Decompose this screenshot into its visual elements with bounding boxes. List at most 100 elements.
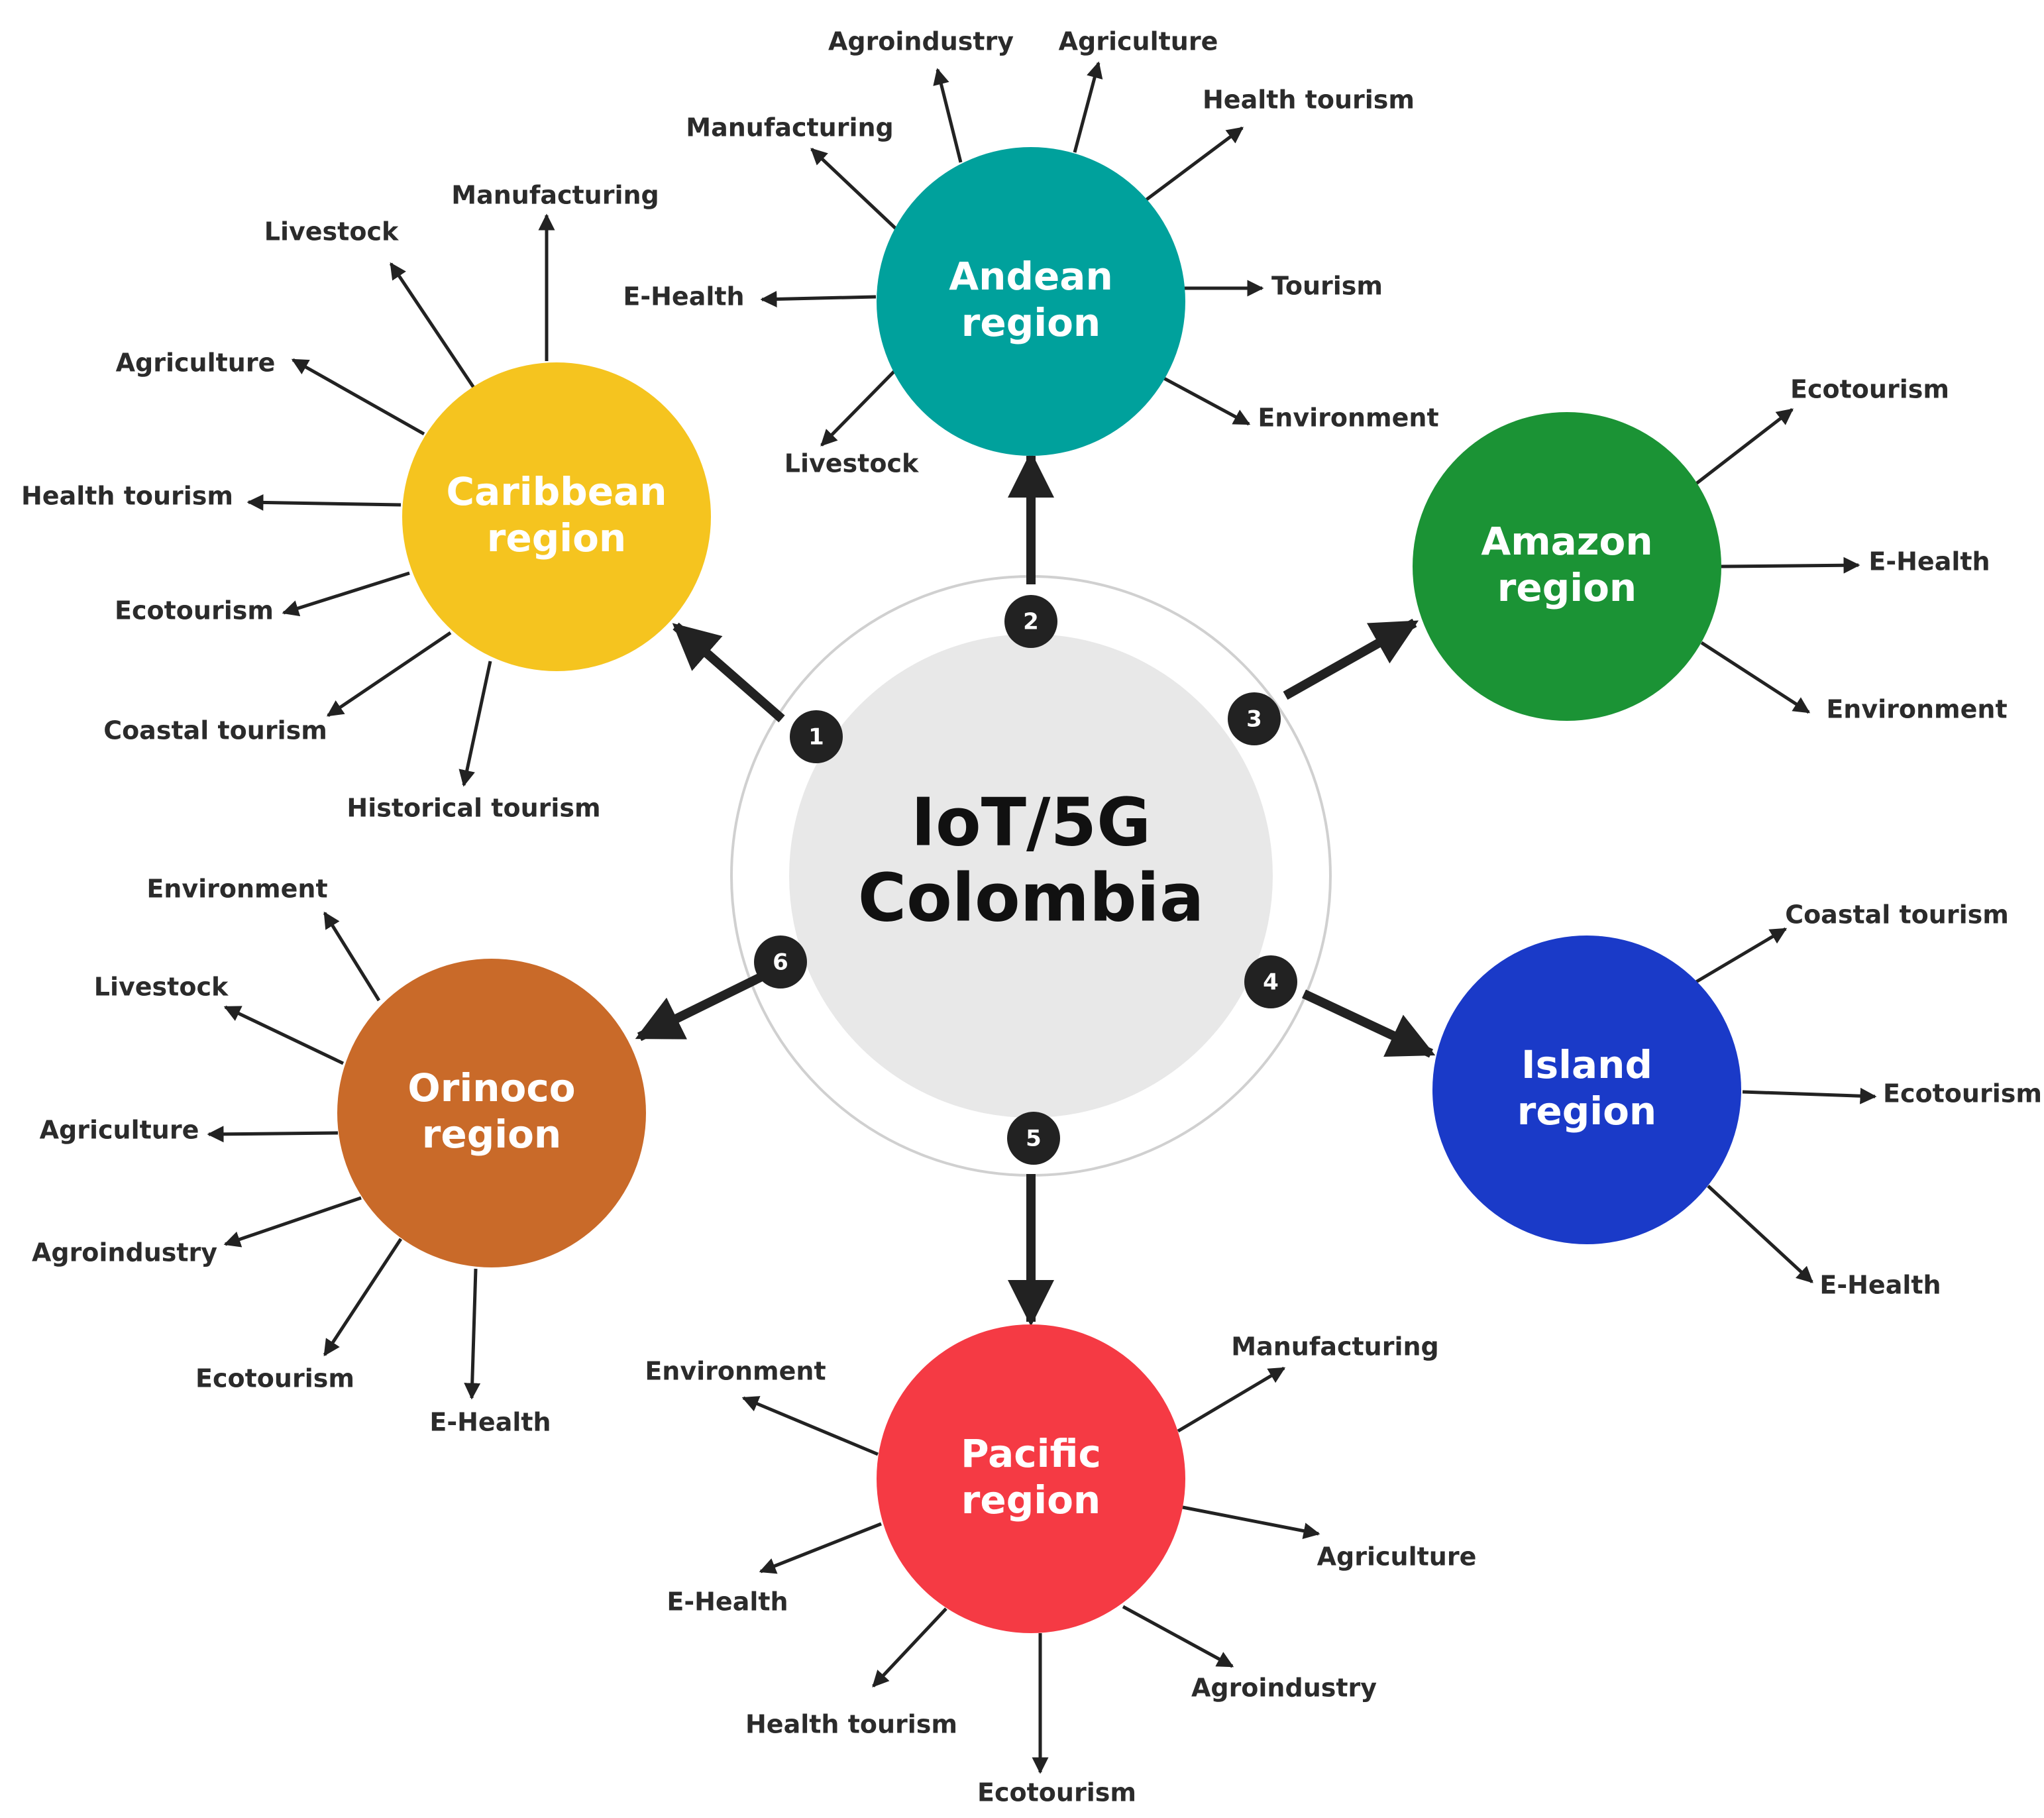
badge-circle [1007, 1112, 1060, 1165]
andean-sector-arrow [1161, 376, 1251, 426]
pacific-region-name: Pacific [961, 1431, 1101, 1476]
pacific-sector-arrow [872, 1607, 947, 1687]
caribbean-sector-label: Historical tourism [347, 794, 600, 823]
pacific-sector-label: Agroindustry [1191, 1674, 1377, 1703]
andean-region-circle [877, 147, 1185, 456]
pacific-sector-arrow [1177, 1366, 1286, 1433]
andean-sector-arrow [1144, 126, 1244, 203]
pacific-sector-label: Agriculture [1317, 1542, 1477, 1572]
andean-sector-arrow [760, 290, 877, 307]
amazon-connector-arrow [1283, 618, 1419, 700]
orinoco-sector-arrow [323, 1238, 403, 1357]
badge-number: 6 [773, 949, 788, 976]
caribbean-region-name: Caribbean [447, 469, 667, 514]
amazon-region-suffix: region [1497, 565, 1637, 610]
orinoco-region-suffix: region [422, 1112, 561, 1157]
andean-sector-arrow [933, 68, 963, 163]
orinoco-sector-label: Ecotourism [195, 1364, 354, 1393]
orinoco-sector-arrow [464, 1268, 481, 1400]
badge-5: 5 [1007, 1112, 1060, 1165]
island-sector-label: Coastal tourism [1785, 900, 2009, 930]
caribbean-sector-arrow [389, 262, 476, 389]
caribbean-sector-label: Health tourism [21, 482, 233, 511]
island-region-circle [1432, 936, 1741, 1244]
andean-sector-label: Health tourism [1203, 85, 1415, 115]
amazon-region-circle [1413, 412, 1721, 721]
caribbean-sector-label: Livestock [264, 217, 399, 246]
orinoco-sector-arrow [223, 1196, 362, 1248]
island-sector-label: Ecotourism [1883, 1079, 2042, 1108]
badge-6: 6 [754, 936, 807, 989]
amazon-sector-label: Ecotourism [1790, 375, 1949, 404]
caribbean-sector-arrow [246, 494, 402, 511]
badge-circle [790, 710, 843, 763]
andean-region-suffix: region [961, 300, 1101, 345]
regions: CaribbeanregionAndeanregionAmazonregionI… [337, 147, 1741, 1633]
island-region-suffix: region [1517, 1089, 1656, 1134]
orinoco-region-name: Orinoco [407, 1065, 575, 1110]
andean-sector-arrow [1073, 61, 1103, 153]
badge-number: 2 [1023, 609, 1039, 635]
badge-number: 4 [1263, 969, 1279, 996]
pacific-sector-label: Ecotourism [977, 1778, 1136, 1807]
pacific-sector-arrow [1122, 1605, 1234, 1668]
pacific-sector-label: E-Health [667, 1587, 788, 1617]
island-sector-arrow [1742, 1087, 1877, 1104]
island-sector-arrow [1707, 1185, 1813, 1283]
pacific-sector-label: Environment [645, 1357, 826, 1386]
pacific-region-circle [877, 1324, 1185, 1633]
caribbean-sector-arrow [282, 571, 410, 617]
badge-3: 3 [1228, 692, 1281, 745]
pacific-sector-label: Health tourism [745, 1710, 957, 1739]
andean-region-name: Andean [949, 254, 1112, 299]
orinoco-sector-label: Agriculture [40, 1116, 199, 1145]
orinoco-sector-label: Livestock [94, 973, 229, 1002]
pacific-sector-label: Manufacturing [1231, 1332, 1439, 1362]
andean-sector-label: Agriculture [1059, 27, 1218, 56]
andean-sector-label: Livestock [784, 449, 919, 478]
hub-title-line1: IoT/5G [911, 783, 1151, 861]
badge-number: 1 [808, 724, 824, 751]
andean-sector-arrow [820, 366, 899, 447]
caribbean-sector-label: Agriculture [116, 348, 276, 378]
caribbean-sector-label: Ecotourism [115, 596, 274, 625]
andean-sector-label: E-Health [623, 282, 744, 311]
island-region-name: Island [1521, 1042, 1652, 1087]
orinoco-region-circle [337, 959, 646, 1267]
caribbean-sector-arrow [458, 661, 492, 787]
orinoco-connector-arrow [635, 969, 770, 1042]
andean-sector-label: Manufacturing [686, 113, 894, 142]
pacific-region-suffix: region [961, 1477, 1101, 1523]
caribbean-region-suffix: region [487, 515, 626, 561]
island-sector-label: E-Health [1819, 1271, 1941, 1300]
amazon-sector-arrow [1695, 408, 1794, 485]
badge-circle [1004, 595, 1057, 648]
badge-circle [1244, 955, 1297, 1008]
badge-number: 5 [1026, 1126, 1042, 1152]
orinoco-sector-label: Environment [146, 875, 327, 904]
amazon-sector-arrow [1700, 641, 1811, 714]
andean-sector-arrow [810, 148, 897, 230]
caribbean-sector-label: Manufacturing [451, 181, 659, 210]
orinoco-sector-arrow [207, 1126, 339, 1143]
orinoco-sector-arrow [323, 911, 381, 1002]
island-connector-arrow [1302, 989, 1436, 1058]
amazon-sector-label: Environment [1826, 695, 2007, 724]
amazon-sector-label: E-Health [1868, 547, 1990, 576]
region-number-badges: 1 2 3 4 5 6 [754, 595, 1297, 1165]
caribbean-sector-arrow [291, 358, 425, 436]
badge-1: 1 [790, 710, 843, 763]
pacific-sector-arrow [759, 1522, 882, 1574]
orinoco-sector-arrow [223, 1005, 345, 1065]
andean-sector-label: Agroindustry [828, 27, 1014, 56]
amazon-region-name: Amazon [1481, 519, 1652, 564]
orinoco-sector-label: E-Health [429, 1408, 551, 1437]
orinoco-sector-label: Agroindustry [32, 1238, 217, 1267]
badge-4: 4 [1244, 955, 1297, 1008]
caribbean-sector-arrow [326, 631, 452, 718]
badge-circle [754, 936, 807, 989]
andean-sector-label: Environment [1258, 403, 1438, 433]
